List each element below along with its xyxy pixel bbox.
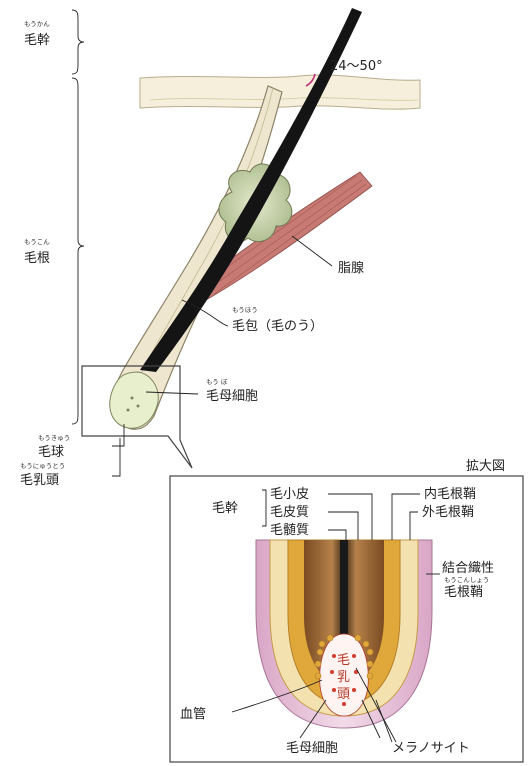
inset-ct-sheath-ruby: もうこんしょう bbox=[444, 576, 489, 584]
label-moukan: 毛幹 bbox=[24, 32, 50, 48]
inset-papilla-2: 乳 bbox=[337, 670, 350, 685]
inset-cortex: 毛皮質 bbox=[270, 505, 309, 520]
inset-outer-sheath: 外毛根鞘 bbox=[422, 505, 474, 520]
inset-matrix-cells: 毛母細胞 bbox=[286, 741, 338, 756]
inset-melanocyte: メラノサイト bbox=[392, 741, 470, 756]
label-moukyuu: 毛球 bbox=[38, 445, 64, 460]
inset-blood-vessel: 血管 bbox=[180, 707, 206, 722]
moukan-ruby: もうかん bbox=[24, 20, 50, 28]
inset-cuticle: 毛小皮 bbox=[270, 487, 309, 502]
inset-title: 拡大図 bbox=[466, 459, 505, 474]
moukyuu-ruby: もうきゅう bbox=[38, 434, 70, 442]
inset-ct-sheath-2: 毛根鞘 bbox=[444, 585, 483, 600]
inset-ct-sheath-1: 結合織性 bbox=[442, 561, 494, 576]
mounyuutou-ruby: もうにゅうとう bbox=[20, 462, 65, 470]
label-mouhou: 毛包（毛のう） bbox=[232, 319, 323, 334]
label-mounyuutou: 毛乳頭 bbox=[20, 473, 59, 488]
brace-moukan bbox=[72, 10, 84, 74]
mouhou-ruby: もうほう bbox=[232, 306, 258, 314]
angle-label: 24～50° bbox=[330, 59, 383, 74]
label-moukon: 毛根 bbox=[24, 251, 50, 266]
inset-shaft-group: 毛幹 bbox=[212, 500, 238, 516]
label-moubo: 毛母細胞 bbox=[206, 389, 258, 404]
inset-papilla-3: 頭 bbox=[337, 687, 350, 702]
moukon-ruby: もうこん bbox=[24, 238, 50, 246]
moubo-ruby: もう ぼ bbox=[206, 378, 228, 386]
label-shisen: 脂腺 bbox=[338, 261, 364, 276]
inset-inner-sheath: 内毛根鞘 bbox=[424, 486, 476, 502]
inset-medulla: 毛髄質 bbox=[270, 523, 309, 538]
inset-papilla-1: 毛 bbox=[337, 653, 350, 668]
hair-medulla bbox=[340, 540, 348, 640]
